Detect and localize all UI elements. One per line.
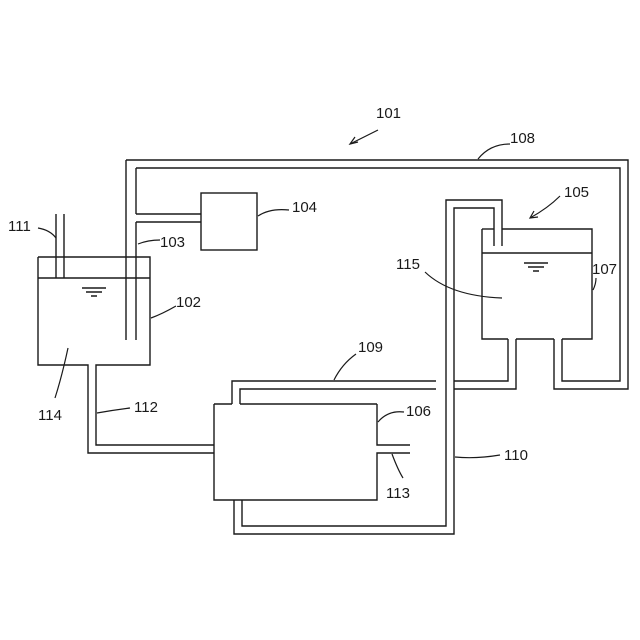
leader-114 [55, 348, 68, 398]
leader-109 [334, 354, 356, 380]
label-102: 102 [176, 294, 201, 311]
label-111: 111 [8, 218, 31, 235]
liquid-level-symbol-right [524, 263, 548, 271]
pipe-branch-104 [136, 214, 201, 222]
pipe-110 [234, 200, 502, 534]
leader-101 [350, 130, 378, 144]
reference-labels: 101 108 105 104 111 103 115 107 102 109 … [8, 105, 617, 502]
leader-lines [38, 130, 596, 478]
leader-103 [138, 240, 160, 244]
pipe-111 [56, 214, 64, 278]
leader-106 [378, 412, 404, 422]
label-114: 114 [38, 407, 62, 424]
label-112: 112 [134, 399, 158, 416]
label-104: 104 [292, 199, 317, 216]
tank-107 [482, 229, 592, 339]
leader-107 [593, 278, 596, 290]
leader-105 [530, 196, 560, 218]
leader-104 [258, 210, 289, 216]
leader-113 [392, 454, 403, 478]
label-101: 101 [376, 105, 401, 122]
leader-108 [478, 144, 510, 159]
leader-115 [425, 272, 502, 298]
label-107: 107 [592, 261, 617, 278]
label-110: 110 [504, 447, 528, 464]
label-103: 103 [160, 234, 185, 251]
label-105: 105 [564, 184, 589, 201]
label-109: 109 [358, 339, 383, 356]
leader-112 [97, 408, 130, 413]
label-115: 115 [396, 256, 420, 273]
label-113: 113 [386, 485, 410, 502]
leader-102 [151, 306, 176, 318]
leader-111 [38, 228, 56, 238]
label-108: 108 [510, 130, 535, 147]
leader-110 [455, 455, 500, 458]
label-106: 106 [406, 403, 431, 420]
device-box-104 [201, 193, 257, 250]
liquid-level-symbol [82, 288, 106, 296]
